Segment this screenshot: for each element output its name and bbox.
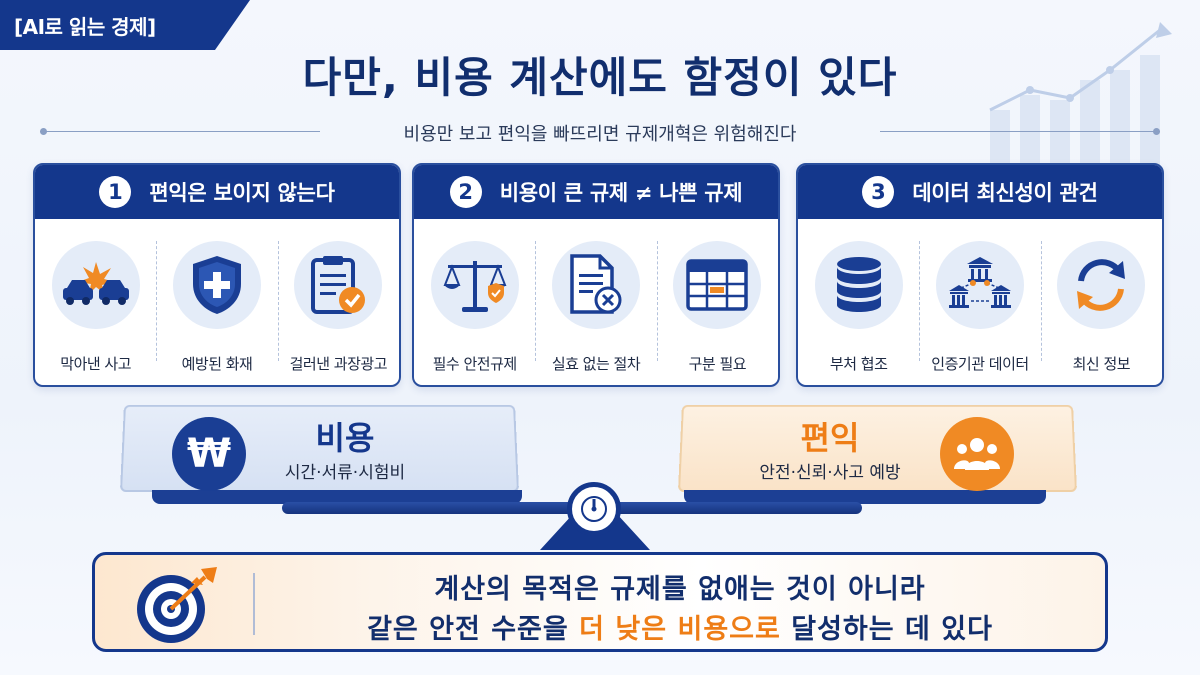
balance-scale-icon [430, 241, 519, 329]
item-label: 예방된 화재 [181, 355, 253, 373]
item-label: 인증기관 데이터 [931, 355, 1029, 373]
item-label: 구분 필요 [688, 355, 747, 373]
people-icon [940, 417, 1014, 491]
panel-number: 1 [99, 176, 132, 208]
panel-heading: 편익은 보이지 않는다 [149, 181, 335, 205]
clipboard-check-icon [294, 241, 383, 329]
panel-item: 예방된 화재 [156, 219, 277, 385]
won-icon: ₩ [172, 417, 246, 491]
panel-item: 최신 정보 [1040, 219, 1162, 385]
panel-data-freshness: 3 데이터 최신성이 관건 부처 협조 [796, 163, 1164, 387]
conclusion-line2: 같은 안전 수준을 더 낮은 비용으로 달성하는 데 있다 [265, 607, 1095, 646]
conclusion-divider [253, 573, 255, 635]
panel-costly-not-bad: 2 비용이 큰 규제 ≠ 나쁜 규제 필수 안전규제 [412, 163, 780, 387]
panel-header: 3 데이터 최신성이 관건 [798, 165, 1162, 219]
panel-invisible-benefits: 1 편익은 보이지 않는다 막아낸 사고 [33, 163, 401, 387]
page-title: 다만, 비용 계산에도 함정이 있다 [302, 53, 898, 102]
refresh-icon [1057, 241, 1146, 329]
conclusion-line2-pre: 같은 안전 수준을 [367, 614, 580, 645]
section-tag: [AI로 읽는 경제] [0, 0, 250, 50]
subtitle-row: 비용만 보고 편익을 빠뜨리면 규제개혁은 위험해진다 [40, 118, 1160, 145]
shield-plus-icon [172, 241, 261, 329]
conclusion-highlight: 더 낮은 비용으로 [579, 614, 781, 645]
panel-item: 막아낸 사고 [35, 219, 156, 385]
conclusion-line2-post: 달성하는 데 있다 [780, 614, 993, 645]
car-crash-icon [51, 241, 140, 329]
benefit-pan-base [684, 490, 1046, 504]
database-icon [814, 241, 903, 329]
benefit-desc: 안전·신뢰·사고 예방 [759, 463, 901, 483]
divider-left [40, 128, 320, 135]
panel-heading: 비용이 큰 규제 ≠ 나쁜 규제 [499, 181, 743, 205]
section-tag-label: [AI로 읽는 경제] [14, 15, 156, 39]
panel-header: 2 비용이 큰 규제 ≠ 나쁜 규제 [414, 165, 778, 219]
panel-number: 2 [449, 176, 482, 208]
page-subtitle: 비용만 보고 편익을 빠뜨리면 규제개혁은 위험해진다 [403, 124, 797, 145]
item-label: 실효 없는 절차 [551, 355, 641, 373]
table-icon [673, 241, 762, 329]
institution-network-icon [935, 241, 1024, 329]
target-arrow-icon [137, 567, 217, 643]
conclusion-line1: 계산의 목적은 규제를 없애는 것이 아니라 [434, 574, 926, 605]
panel-item: 인증기관 데이터 [919, 219, 1040, 385]
gauge-icon [567, 482, 621, 536]
document-x-icon [551, 241, 640, 329]
panel-header: 1 편익은 보이지 않는다 [35, 165, 399, 219]
item-label: 막아낸 사고 [60, 355, 132, 373]
panel-heading: 데이터 최신성이 관건 [912, 181, 1098, 205]
panel-number: 3 [862, 176, 895, 208]
cost-desc: 시간·서류·시험비 [284, 463, 406, 483]
conclusion-box: 계산의 목적은 규제를 없애는 것이 아니라 같은 안전 수준을 더 낮은 비용… [92, 552, 1108, 652]
item-label: 필수 안전규제 [432, 355, 518, 373]
divider-right [880, 128, 1160, 135]
panel-item: 걸러낸 과장광고 [277, 219, 399, 385]
growth-chart-icon [989, 22, 1172, 170]
panel-item: 구분 필요 [656, 219, 778, 385]
item-label: 부처 협조 [829, 355, 888, 373]
panel-item: 실효 없는 절차 [535, 219, 656, 385]
item-label: 최신 정보 [1072, 355, 1131, 373]
cost-title: 비용 [315, 419, 375, 457]
panel-item: 부처 협조 [798, 219, 919, 385]
panel-item: 필수 안전규제 [414, 219, 535, 385]
benefit-title: 편익 [800, 419, 860, 457]
cost-pan-base [152, 490, 522, 504]
item-label: 걸러낸 과장광고 [289, 355, 388, 373]
